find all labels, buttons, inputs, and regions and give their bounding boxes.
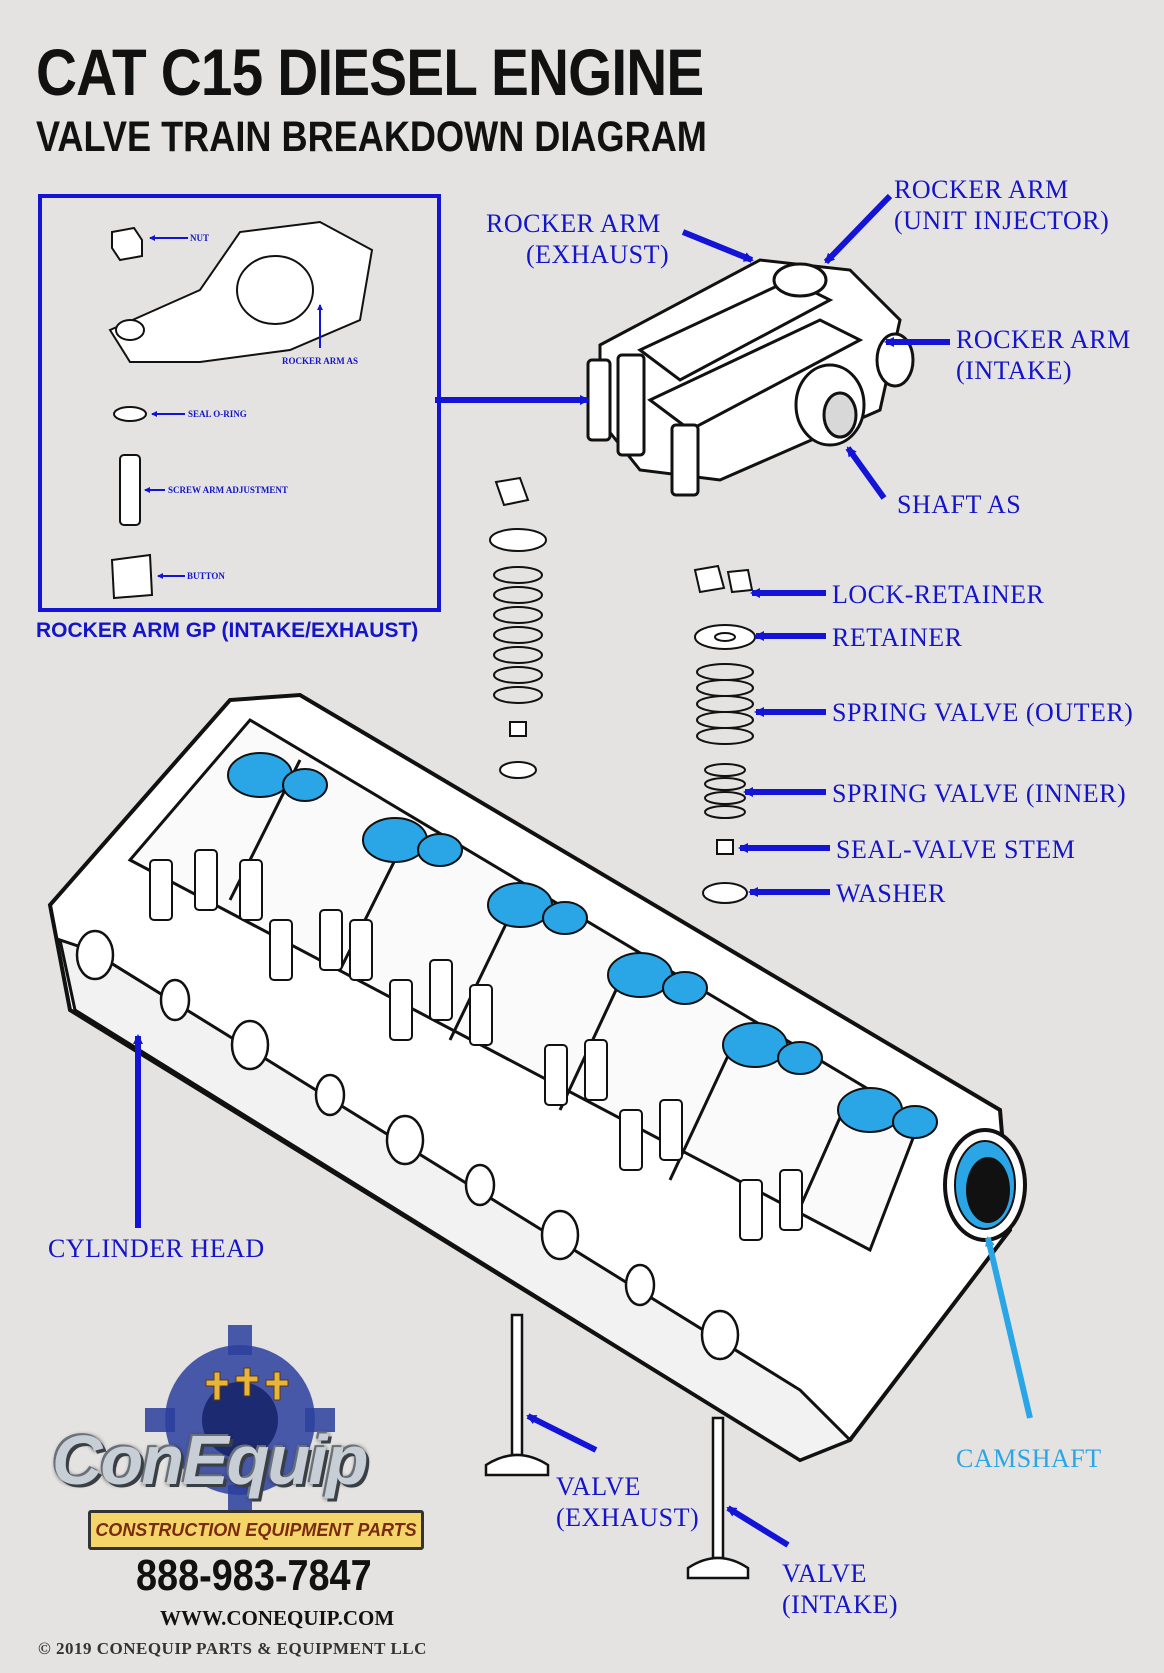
label-washer: WASHER (836, 879, 946, 908)
inset-label-screw-arm-adjustment: SCREW ARM ADJUSTMENT (168, 485, 288, 495)
camshaft-arrow (984, 1236, 1033, 1419)
label-line: ROCKER ARM (486, 209, 661, 238)
label-valve-exhaust: VALVE (EXHAUST) (556, 1471, 699, 1533)
label-retainer: RETAINER (832, 623, 963, 652)
exploded-valve-column-drawing (489, 476, 547, 779)
inset-label-nut: NUT (190, 233, 210, 243)
label-lock-retainer: LOCK-RETAINER (832, 580, 1045, 609)
label-cylinder-head: CYLINDER HEAD (48, 1234, 265, 1263)
inset-label-button: BUTTON (187, 571, 225, 581)
label-line: VALVE (782, 1559, 867, 1588)
page-title: CAT C15 DIESEL ENGINE (36, 35, 704, 109)
website-url: WWW.CONEQUIP.COM (160, 1606, 395, 1630)
label-spring-valve-inner: SPRING VALVE (INNER) (832, 779, 1127, 808)
label-rocker-arm-exhaust: ROCKER ARM (EXHAUST) (486, 208, 669, 270)
inset-parts-drawing (108, 220, 374, 600)
inset-label-seal-o-ring: SEAL O-RING (188, 409, 247, 419)
label-rocker-arm-intake: ROCKER ARM (INTAKE) (956, 324, 1131, 386)
rocker-arm-inset-box (38, 194, 441, 612)
page-subtitle: VALVE TRAIN BREAKDOWN DIAGRAM (36, 113, 707, 161)
label-shaft-as: SHAFT AS (897, 490, 1022, 519)
label-line: ROCKER ARM (956, 325, 1131, 354)
cylinder-head-drawing (47, 692, 1027, 1463)
label-line: (EXHAUST) (556, 1503, 700, 1532)
company-logo-wordmark: ConEquip (52, 1421, 368, 1499)
label-seal-valve-stem: SEAL-VALVE STEM (836, 835, 1076, 864)
label-line: (INTAKE) (956, 356, 1072, 385)
exploded-valve-parts-drawing (693, 564, 756, 904)
phone-number: 888-983-7847 (136, 1551, 372, 1600)
label-line: VALVE (556, 1472, 641, 1501)
company-tagline: CONSTRUCTION EQUIPMENT PARTS (88, 1510, 424, 1550)
label-valve-intake: VALVE (INTAKE) (782, 1558, 898, 1620)
valves-drawing (484, 1313, 750, 1580)
inset-caption: ROCKER ARM GP (INTAKE/EXHAUST) (36, 619, 419, 642)
label-camshaft: CAMSHAFT (956, 1444, 1102, 1473)
copyright-notice: © 2019 CONEQUIP PARTS & EQUIPMENT LLC (38, 1639, 427, 1658)
inset-pointer-arrows (144, 235, 323, 579)
inset-label-rocker-arm-as: ROCKER ARM AS (282, 356, 359, 366)
label-spring-valve-outer: SPRING VALVE (OUTER) (832, 698, 1134, 727)
label-line: (INTAKE) (782, 1590, 898, 1619)
rocker-arm-assembly-drawing (586, 258, 915, 497)
label-arrows (133, 193, 950, 1548)
label-line: ROCKER ARM (894, 175, 1069, 204)
label-line: (UNIT INJECTOR) (894, 206, 1110, 235)
label-rocker-arm-unit-injector: ROCKER ARM (UNIT INJECTOR) (894, 174, 1109, 236)
label-line: (EXHAUST) (526, 240, 670, 269)
